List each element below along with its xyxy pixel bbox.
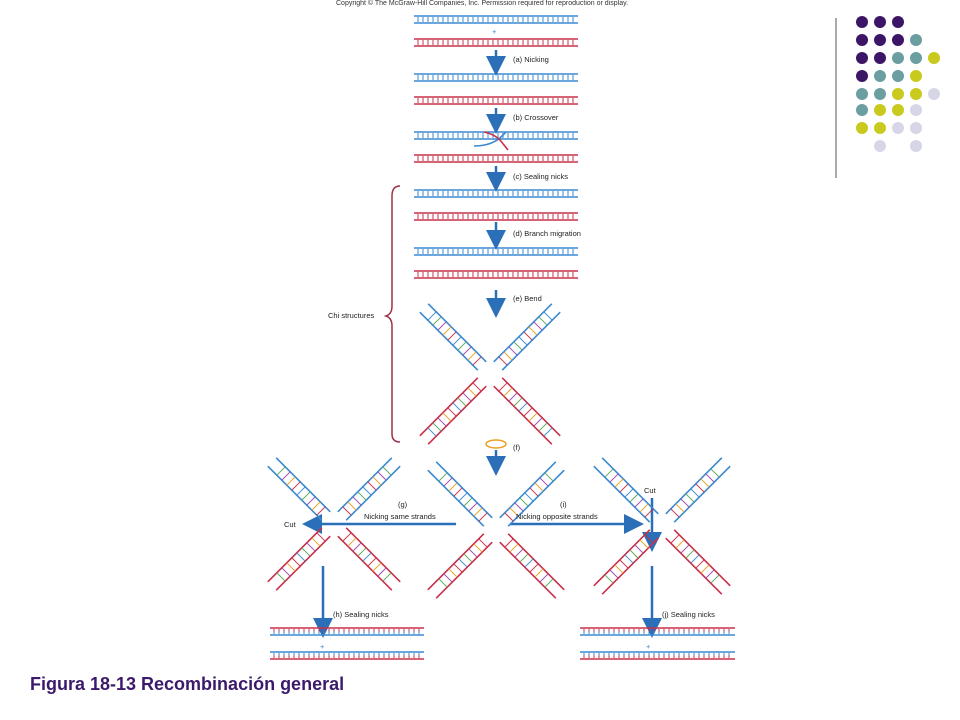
product-h-upper [270,627,424,636]
x-structure-g [267,457,401,591]
rotation-icon [485,439,507,449]
step-g-desc: Nicking same strands [364,512,436,521]
product-j-lower [580,651,735,660]
duplex-top-lower [414,38,578,47]
step-i-label: (i) [560,500,567,509]
duplex-top-upper [414,15,578,24]
crossover-strand [473,131,509,151]
duplex-a-upper [414,73,578,82]
step-h-label: (h) Sealing nicks [333,610,389,619]
x-structure-e [419,303,561,445]
cut-label-left: Cut [284,520,297,529]
step-d-label: (d) Branch migration [513,229,581,238]
x-structure-i [593,457,731,595]
chi-x-structures [267,303,731,599]
duplex-a-lower [414,96,578,105]
x-structure-f [427,461,565,599]
chi-structures-label: Chi structures [328,311,375,320]
product-duplexes [270,627,735,660]
figure-caption: Figura 18-13 Recombinación general [30,674,345,694]
step-c-label: (c) Sealing nicks [513,172,568,181]
product-h-lower [270,651,424,660]
copyright-notice: Copyright © The McGraw-Hill Companies, I… [336,0,629,7]
duplex-d-lower [414,270,578,279]
step-a-label: (a) Nicking [513,55,549,64]
duplex-c-upper [414,189,578,198]
cut-label-right: Cut [644,486,657,495]
step-e-label: (e) Bend [513,294,542,303]
decorative-dot-grid [835,16,940,178]
duplex-b-upper [414,131,578,140]
step-f-label: (f) [513,443,521,452]
duplex-b-lower [414,154,578,163]
step-i-desc: Nicking opposite strands [516,512,598,521]
plus-sign-top: + [492,27,497,36]
duplex-d-upper [414,247,578,256]
plus-sign-left: + [320,642,325,651]
step-b-label: (b) Crossover [513,113,559,122]
chi-brace [383,185,401,443]
product-j-upper [580,627,735,636]
step-j-label: (j) Sealing nicks [662,610,715,619]
plus-sign-right: + [646,642,651,651]
step-arrows [302,50,662,638]
duplex-c-lower [414,212,578,221]
step-g-label: (g) [398,500,408,509]
